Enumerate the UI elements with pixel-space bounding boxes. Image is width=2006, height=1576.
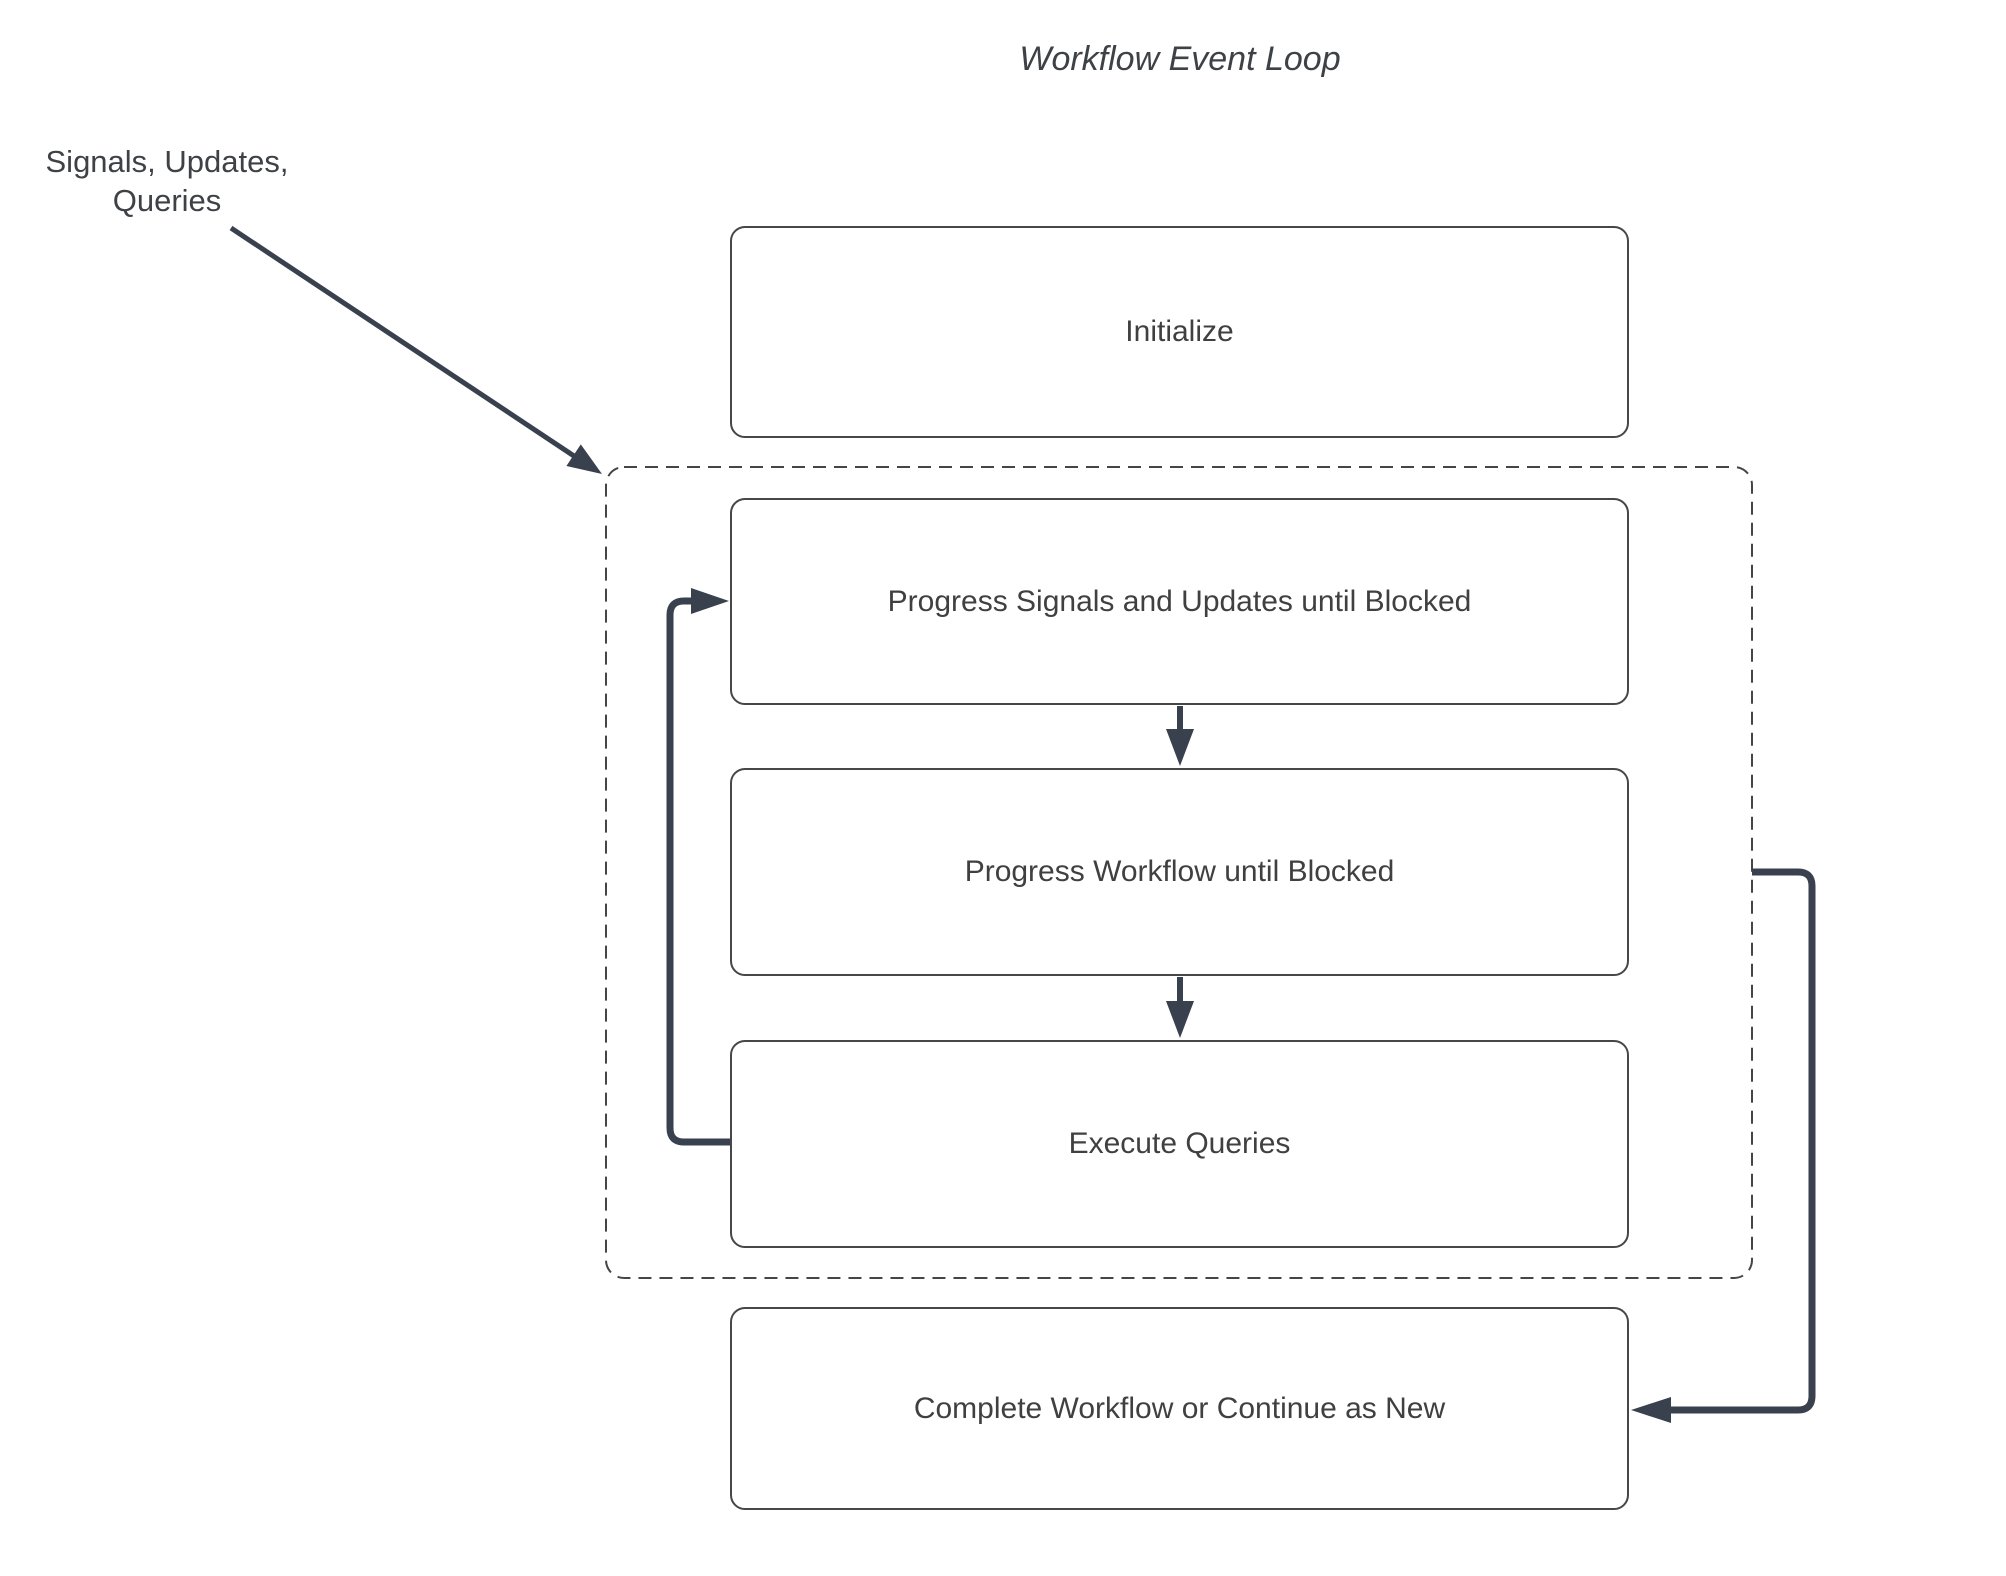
external-input-arrowhead <box>566 444 602 474</box>
node-initialize-label: Initialize <box>1125 315 1234 348</box>
external-input-label: Signals, Updates, Queries <box>45 144 289 218</box>
loop-to-complete-arrowhead <box>1631 1397 1671 1423</box>
node-progress-signals-label: Progress Signals and Updates until Block… <box>887 584 1472 618</box>
node-progress-workflow-label: Progress Workflow until Blocked <box>964 855 1395 888</box>
loop-to-complete-arrow-line <box>1671 868 1816 1414</box>
external-input-arrow-line <box>229 225 576 459</box>
workflow-to-queries-arrowhead <box>1166 1001 1194 1038</box>
node-execute-queries-label: Execute Queries <box>1068 1127 1291 1160</box>
event-loop-group-border <box>605 466 1753 1279</box>
queries-loopback-arrow-line <box>666 597 730 1146</box>
signals-to-workflow-arrowhead <box>1166 729 1194 766</box>
node-execute-queries: Execute Queries <box>730 1040 1629 1248</box>
node-initialize: Initialize <box>730 226 1629 438</box>
node-progress-workflow: Progress Workflow until Blocked <box>730 768 1629 976</box>
diagram-title: Workflow Event Loop <box>1019 40 1341 78</box>
node-complete-workflow: Complete Workflow or Continue as New <box>730 1307 1629 1510</box>
node-complete-workflow-label: Complete Workflow or Continue as New <box>913 1391 1446 1425</box>
queries-loopback-arrowhead <box>691 588 729 614</box>
node-progress-signals: Progress Signals and Updates until Block… <box>730 498 1629 705</box>
